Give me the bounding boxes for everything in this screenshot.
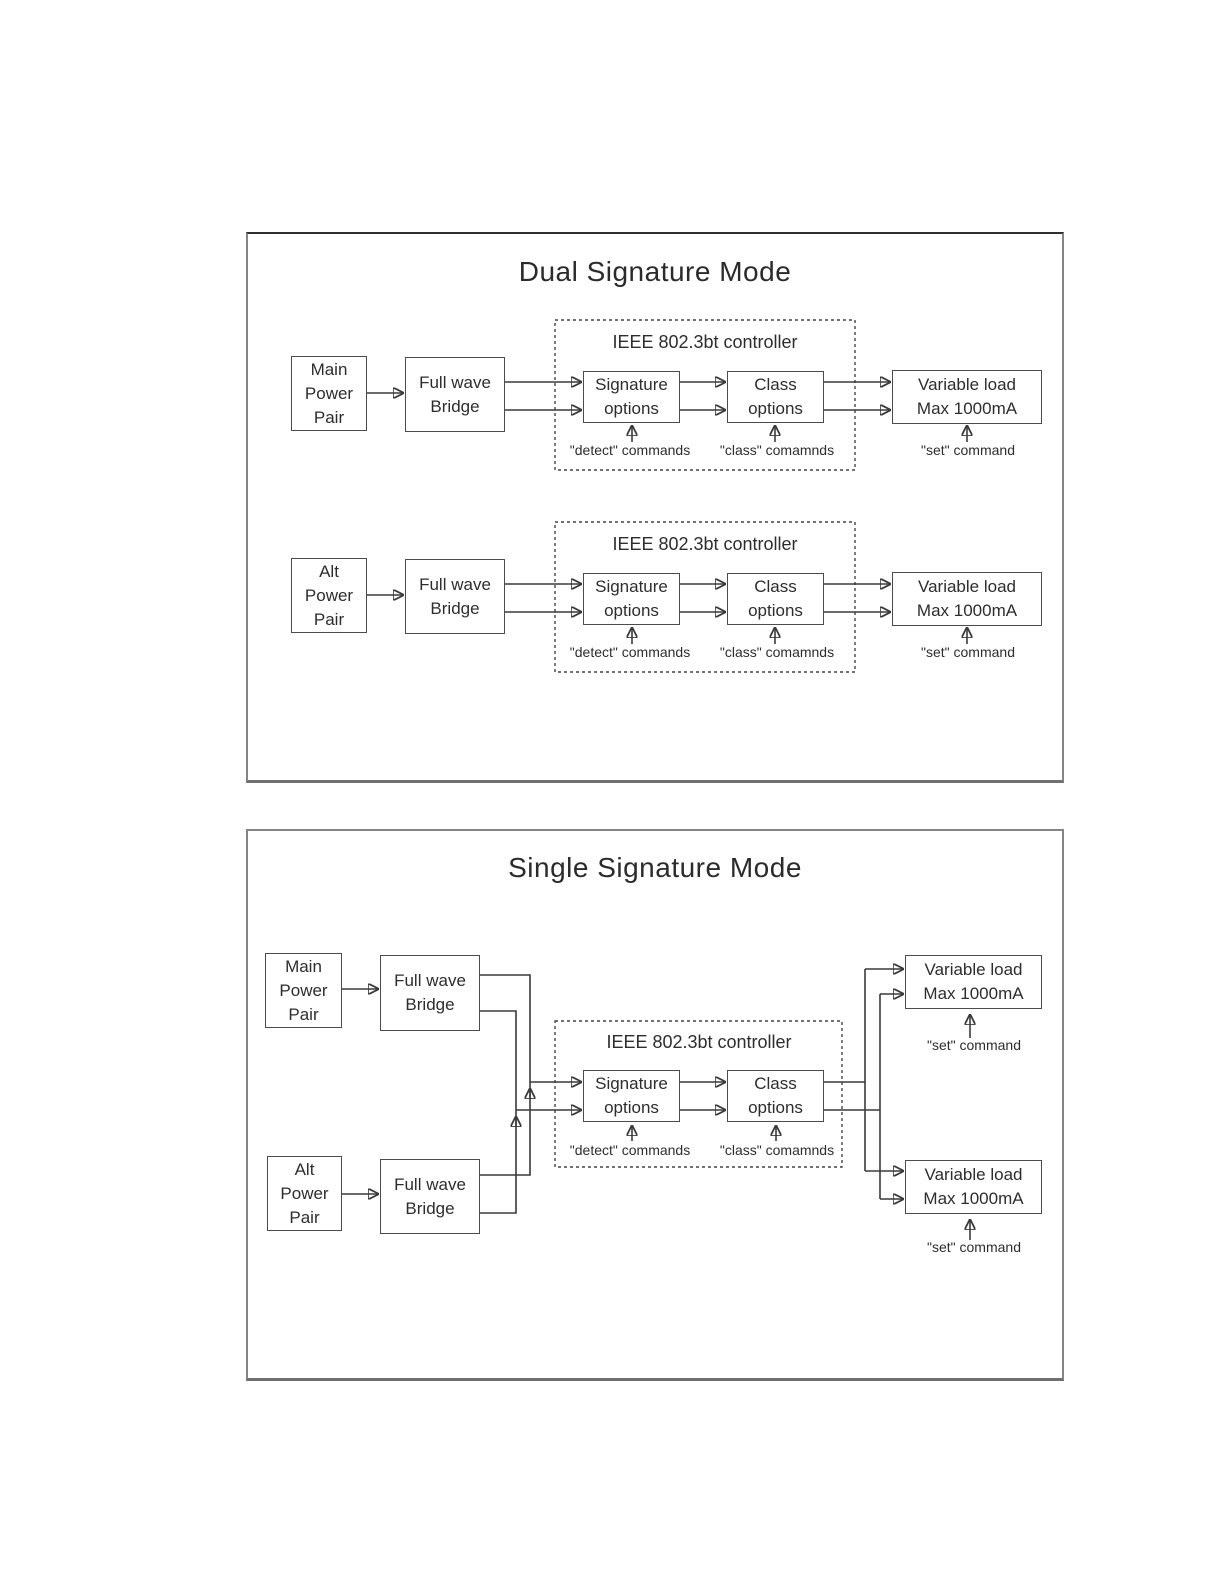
- box-text-line: Signature: [595, 375, 668, 394]
- full-wave-bridge-box: Full wave Bridge: [405, 559, 505, 634]
- alt-power-pair-box: Alt Power Pair: [291, 558, 367, 633]
- box-text-line: Variable load: [924, 960, 1023, 979]
- class-options-box: Class options: [727, 1070, 824, 1122]
- single-connectors: [342, 969, 970, 1240]
- box-text-line: Bridge: [430, 598, 480, 618]
- box-text-line: Variable load: [918, 577, 1016, 596]
- dual-panel-title: Dual Signature Mode: [518, 256, 792, 287]
- variable-load-top-box: Variable load Max 1000mA: [905, 955, 1042, 1009]
- full-wave-bridge-top-box: Full wave Bridge: [380, 955, 480, 1031]
- box-text-line: Bridge: [430, 396, 480, 416]
- box-text-line: Main: [285, 956, 322, 976]
- box-text-line: Full wave: [394, 1174, 466, 1194]
- box-text-line: Class: [754, 577, 797, 596]
- single-panel-title: Single Signature Mode: [508, 852, 802, 883]
- box-text-line: Class: [754, 1074, 797, 1093]
- variable-load-box: Variable load Max 1000mA: [892, 370, 1042, 424]
- detect-commands-label: "detect" commands: [569, 644, 691, 660]
- box-text-line: Pair: [313, 407, 345, 427]
- set-command-label: "set" command: [921, 644, 1015, 660]
- box-text-line: Power: [304, 383, 354, 403]
- controller-title: IEEE 802.3bt controller: [612, 332, 798, 352]
- detect-commands-label: "detect" commands: [569, 442, 691, 458]
- variable-load-bottom-box: Variable load Max 1000mA: [905, 1160, 1042, 1214]
- box-text-line: options: [748, 601, 803, 620]
- box-text-line: Bridge: [405, 995, 455, 1014]
- box-text-line: Signature: [595, 577, 668, 596]
- box-text-line: options: [604, 1098, 659, 1117]
- class-commands-label: "class" comamnds: [719, 644, 835, 660]
- box-text-line: options: [748, 1098, 803, 1117]
- box-text-line: Power: [279, 980, 328, 1000]
- box-text-line: options: [604, 601, 659, 620]
- box-text-line: Alt: [319, 561, 339, 581]
- box-text-line: Bridge: [405, 1198, 455, 1218]
- box-text-line: Pair: [313, 609, 345, 629]
- signature-options-box: Signature options: [583, 1070, 680, 1122]
- signature-options-box: Signature options: [583, 371, 680, 423]
- box-text-line: Pair: [288, 1004, 319, 1024]
- box-text-line: Power: [280, 1183, 329, 1203]
- set-command-label: "set" command: [927, 1037, 1021, 1053]
- full-wave-bridge-bottom-box: Full wave Bridge: [380, 1159, 480, 1234]
- dual-wires-svg: [367, 319, 1066, 673]
- box-text-line: Pair: [289, 1207, 320, 1227]
- controller-title: IEEE 802.3bt controller: [612, 534, 798, 554]
- box-text-line: Max 1000mA: [916, 399, 1018, 418]
- dual-signature-panel: Dual Signature Mode: [246, 232, 1064, 783]
- class-options-box: Class options: [727, 573, 824, 625]
- class-options-box: Class options: [727, 371, 824, 423]
- main-power-pair-box: Main Power Pair: [291, 356, 367, 431]
- box-text-line: Variable load: [924, 1165, 1023, 1184]
- signature-options-box: Signature options: [583, 573, 680, 625]
- class-commands-label: "class" comamnds: [719, 442, 835, 458]
- box-text-line: Class: [754, 375, 797, 394]
- single-signature-panel: Single Signature Mode: [246, 829, 1064, 1381]
- box-text-line: Full wave: [419, 574, 491, 594]
- box-text-line: Variable load: [918, 375, 1016, 394]
- box-text-line: Max 1000mA: [923, 984, 1024, 1003]
- box-text-line: Alt: [294, 1159, 315, 1179]
- box-text-line: Signature: [595, 1074, 668, 1093]
- box-text-line: Max 1000mA: [916, 601, 1018, 620]
- set-command-label: "set" command: [921, 442, 1015, 458]
- dual-row1-connectors: [367, 319, 967, 471]
- controller-title: IEEE 802.3bt controller: [606, 1032, 792, 1052]
- set-command-label: "set" command: [927, 1239, 1021, 1255]
- dual-row2-connectors: [367, 521, 967, 673]
- box-text-line: options: [748, 399, 803, 418]
- full-wave-bridge-box: Full wave Bridge: [405, 357, 505, 432]
- variable-load-box: Variable load Max 1000mA: [892, 572, 1042, 626]
- box-text-line: Main: [310, 359, 348, 379]
- box-text-line: Full wave: [394, 971, 466, 990]
- box-text-line: Full wave: [419, 372, 491, 392]
- alt-power-pair-box: Alt Power Pair: [267, 1156, 342, 1231]
- main-power-pair-box: Main Power Pair: [265, 953, 342, 1028]
- box-text-line: Power: [304, 585, 354, 605]
- single-wires-svg: [342, 831, 1066, 1240]
- box-text-line: options: [604, 399, 659, 418]
- detect-commands-label: "detect" commands: [569, 1142, 691, 1158]
- box-text-line: Max 1000mA: [923, 1189, 1024, 1208]
- class-commands-label: "class" comamnds: [719, 1142, 835, 1158]
